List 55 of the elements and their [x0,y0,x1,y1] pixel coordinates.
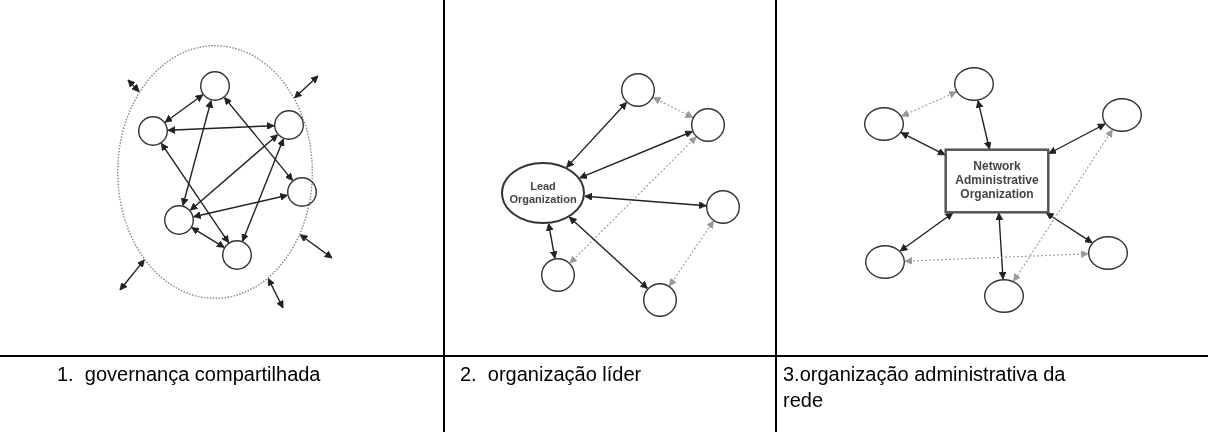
double-arrow [241,138,285,242]
node-circle [691,108,725,142]
dashed-double-arrow [652,97,694,118]
double-arrow [267,277,284,309]
dashed-double-arrow [668,220,715,287]
double-arrow [1048,123,1106,155]
double-arrow [546,223,558,259]
node-circle [954,67,994,101]
node-circle [1102,98,1142,132]
node-circle [643,283,677,317]
node-circle [864,107,904,141]
double-arrow [164,94,204,123]
double-arrow [181,99,213,207]
double-arrow [995,212,1007,280]
double-arrow [127,79,140,93]
double-arrow [293,75,319,99]
node-circle [706,190,740,224]
panel-caption: 2. organização líder [460,362,643,387]
double-arrow [584,192,707,209]
double-arrow [565,101,628,169]
organization-ellipse [501,162,585,224]
node-circle [865,245,905,279]
organization-box [945,149,1049,213]
node-circle [138,116,168,146]
node-circle [200,71,230,101]
double-arrow [900,132,946,156]
double-arrow [167,122,275,134]
dashed-double-arrow [901,91,957,117]
node-circle [287,177,317,207]
double-arrow [191,227,225,248]
node-label: Network Administrative Organization [954,160,1040,202]
double-arrow [223,96,294,182]
double-arrow [299,234,333,259]
double-arrow [899,212,954,252]
node-circle [541,258,575,292]
double-arrow [189,134,279,211]
double-arrow [975,100,992,150]
double-arrow [160,142,230,244]
panel-caption: 1. governança compartilhada [57,362,322,387]
dashed-double-arrow [569,136,697,264]
double-arrow [568,216,649,290]
node-circle [222,240,252,270]
node-label: Lead Organization [508,180,578,206]
double-arrow [192,193,289,219]
double-arrow [1045,212,1093,244]
double-arrow [579,130,693,179]
dashed-double-arrow [904,250,1089,265]
node-circle [984,279,1024,313]
node-circle [1088,236,1128,270]
double-arrow [119,259,145,291]
panel-caption: 3.organização administrativa da rede [783,362,1067,413]
dashed-double-arrow [1013,129,1113,282]
node-circle [621,73,655,107]
node-circle [164,205,194,235]
node-circle [274,110,304,140]
